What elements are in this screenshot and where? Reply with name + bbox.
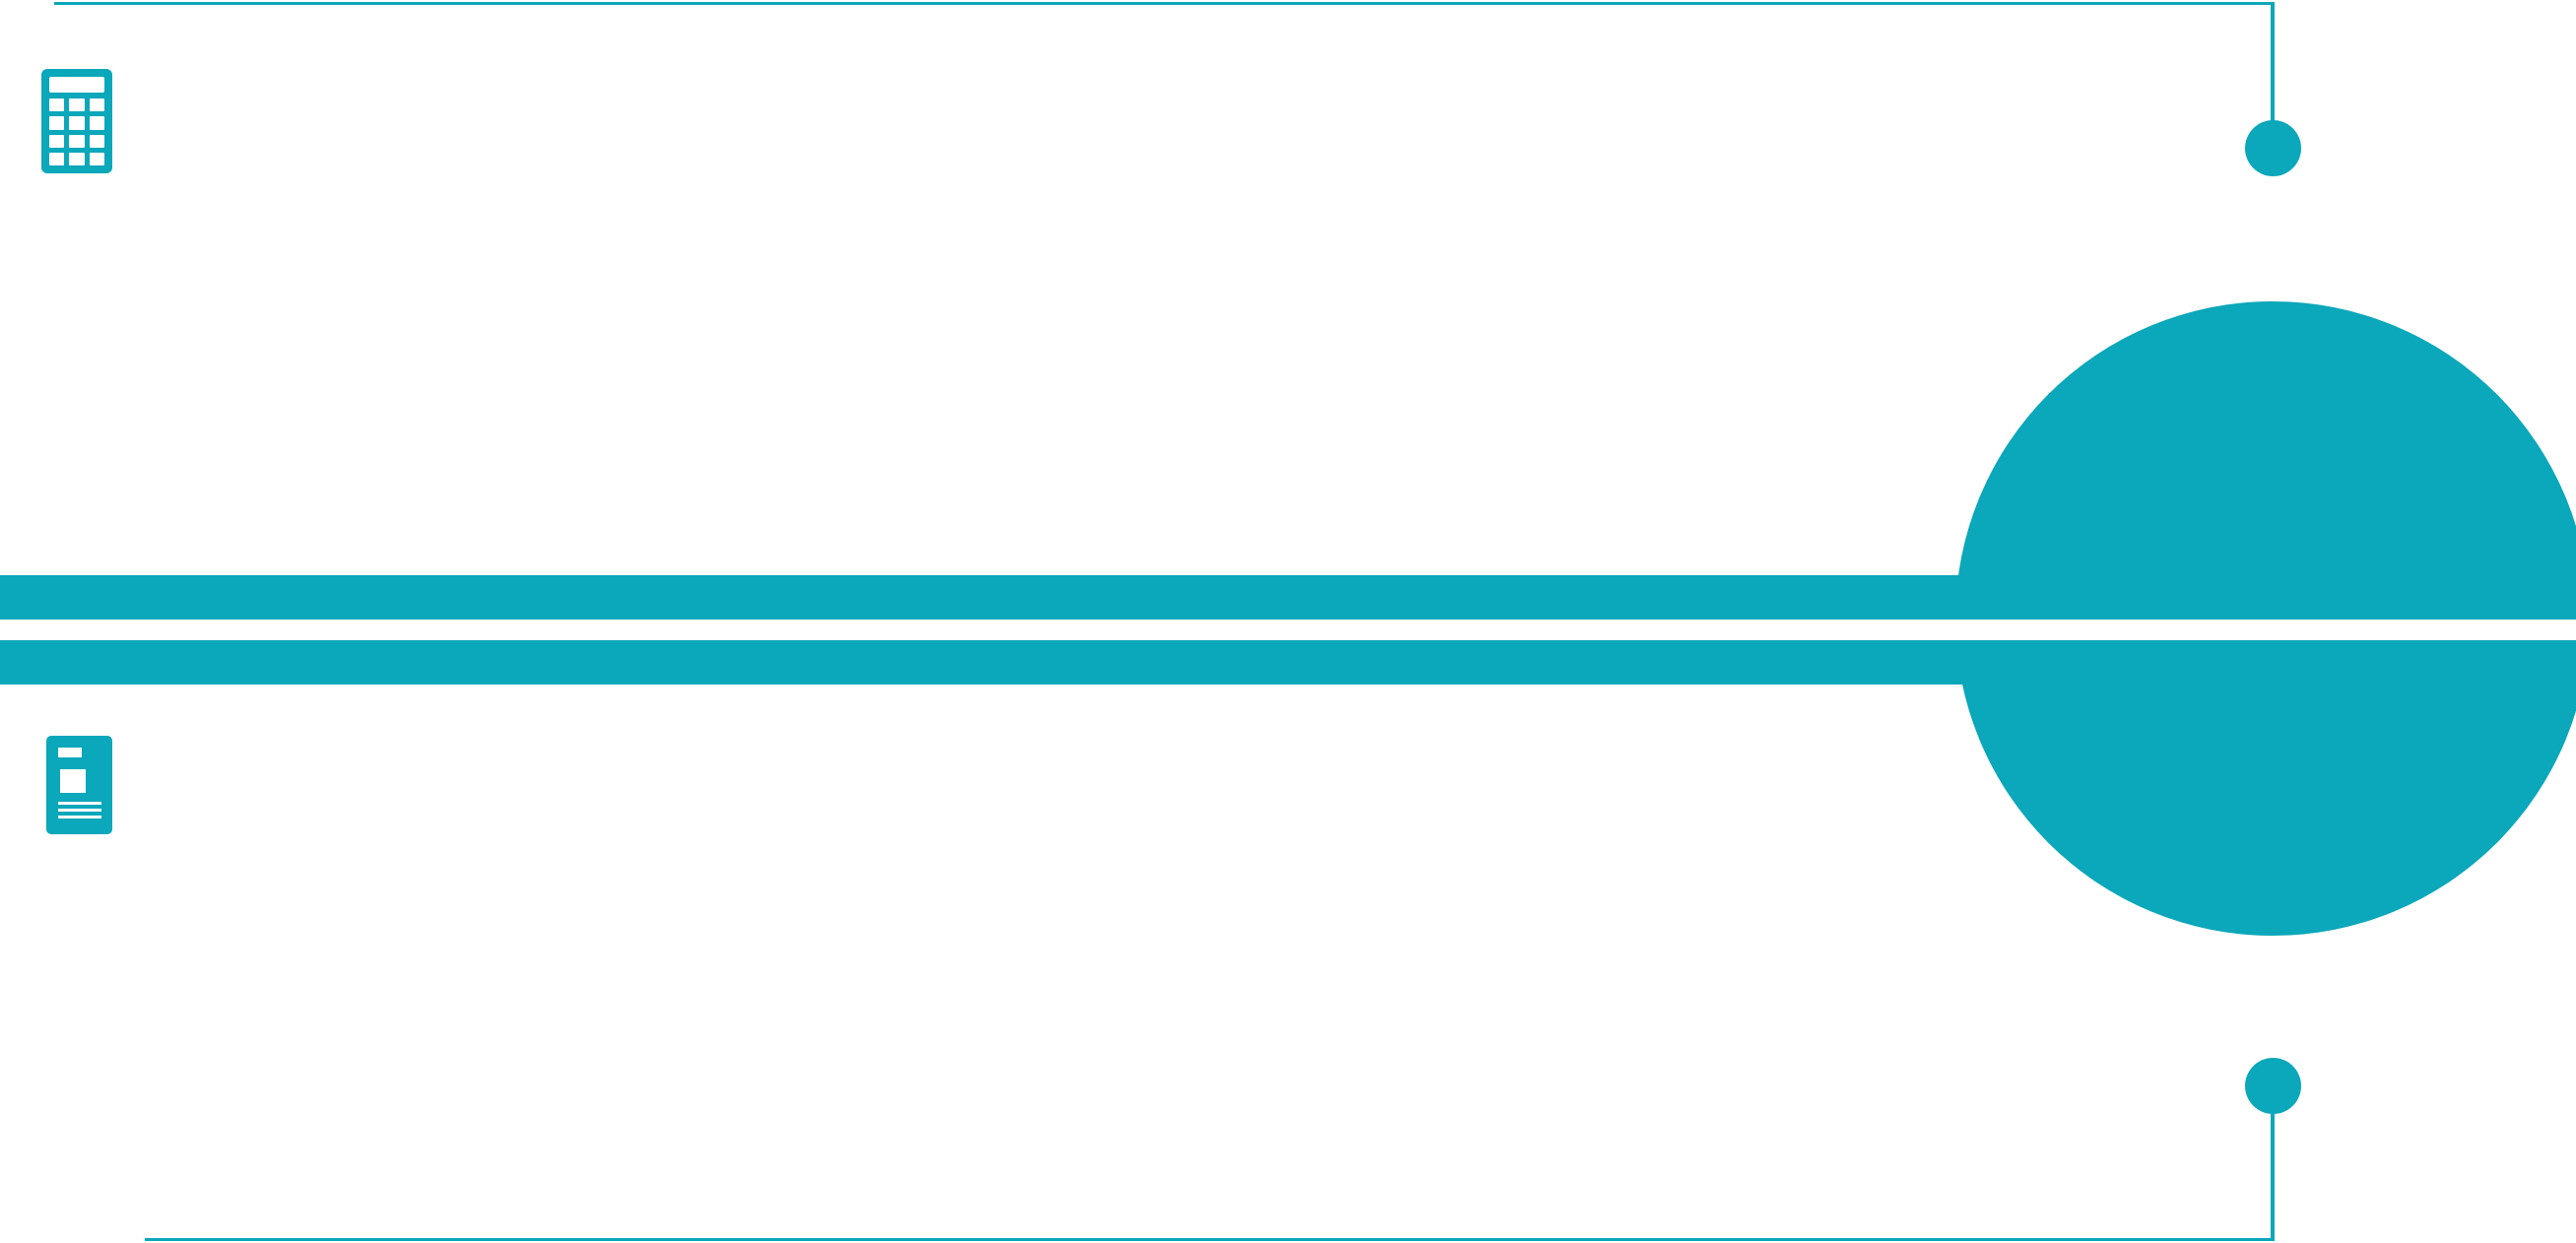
report-icon-text-line <box>58 802 101 805</box>
calculator-key <box>89 134 104 148</box>
calculator-key <box>69 152 85 165</box>
calculator-key <box>49 152 65 165</box>
report-icon-text-line <box>58 816 101 818</box>
calculator-key <box>49 116 65 130</box>
report-icon-text-line <box>58 809 101 812</box>
calculator-key <box>69 98 85 112</box>
bottom-connector-stub <box>2271 1114 2275 1241</box>
calculator-key <box>49 134 65 148</box>
bottom-connector-line <box>145 1238 2274 1241</box>
calculator-key <box>89 152 104 165</box>
top-connector-dot <box>2245 120 2301 176</box>
calculator-key <box>49 98 65 112</box>
divider-bar-lower <box>0 640 2069 685</box>
calculator-keypad <box>49 98 104 165</box>
calculator-key <box>89 98 104 112</box>
report-icon-header-dash <box>58 748 82 757</box>
calculator-key <box>69 134 85 148</box>
calculator-key <box>69 116 85 130</box>
circle-white-stripe <box>1955 620 2576 640</box>
report-icon-image-block <box>60 769 86 793</box>
calculator-key <box>89 116 104 130</box>
top-connector-stub <box>2271 2 2275 122</box>
calculator-screen <box>49 77 104 93</box>
bottom-connector-dot <box>2245 1058 2301 1114</box>
calculator-icon <box>41 69 112 173</box>
top-connector-line <box>54 2 2274 5</box>
divider-bar-upper <box>0 575 2069 620</box>
report-icon <box>46 736 112 834</box>
